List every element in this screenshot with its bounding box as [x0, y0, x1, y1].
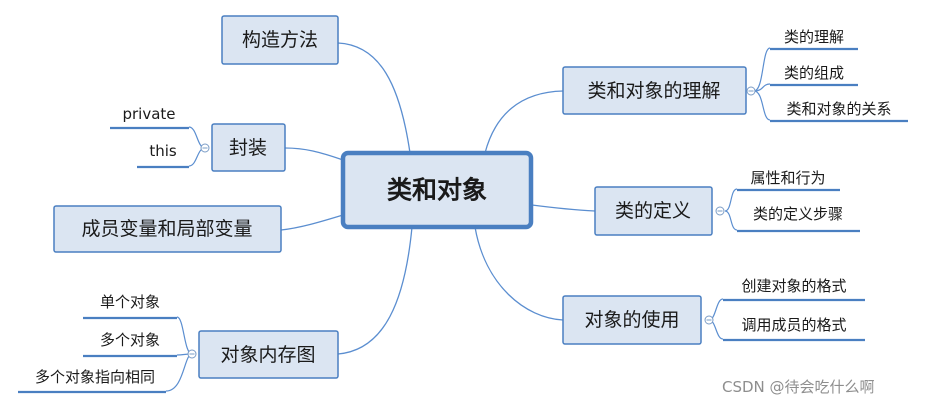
leaf-shiyong-2[interactable]: 调用成员的格式 — [723, 316, 865, 342]
leaf-label: 类的理解 — [784, 28, 844, 46]
leaf-fengzhuang-2[interactable]: this — [137, 142, 189, 169]
branch-box — [198, 330, 339, 379]
branch-box — [53, 205, 282, 253]
collapse-toggle-dingyi[interactable] — [715, 206, 725, 216]
branch-box — [221, 15, 339, 65]
leaf-dingyi-1[interactable]: 属性和行为 — [737, 169, 840, 192]
leaf-lijie-1[interactable]: 类的理解 — [770, 28, 858, 51]
branch-box — [562, 295, 702, 345]
leaf-label: 多个对象 — [100, 331, 160, 349]
connector-lijie-2 — [753, 83, 771, 92]
branch-label: 封装 — [229, 137, 267, 159]
branch-box — [211, 123, 286, 172]
leaf-dingyi-2[interactable]: 类的定义步骤 — [737, 205, 860, 233]
leaf-label: 类的组成 — [784, 64, 844, 82]
branch-neicun[interactable]: 对象内存图 — [198, 330, 339, 379]
central-topic[interactable]: 类和对象 — [340, 150, 534, 230]
branch-label: 构造方法 — [242, 29, 318, 51]
branch-curve-dingyi — [531, 204, 596, 212]
leaf-neicun-2[interactable]: 多个对象 — [83, 331, 177, 358]
branch-curve-shiyong — [474, 226, 564, 321]
branch-box — [594, 186, 713, 236]
collapse-toggle-fengzhuang[interactable] — [200, 143, 210, 153]
leaf-neicun-3[interactable]: 多个对象指向相同 — [18, 368, 166, 394]
branch-fengzhuang[interactable]: 封装 — [211, 123, 286, 172]
branch-chengyuan[interactable]: 成员变量和局部变量 — [53, 205, 282, 253]
collapse-toggle-lijie[interactable] — [746, 86, 756, 96]
central-topic-label: 类和对象 — [387, 176, 487, 205]
main-branches — [280, 42, 596, 355]
branch-curve-chengyuan — [280, 214, 344, 231]
leaf-shiyong-1[interactable]: 创建对象的格式 — [723, 277, 865, 302]
leaf-label: 类和对象的关系 — [786, 100, 891, 118]
branch-label: 类和对象的理解 — [587, 80, 720, 102]
connector-dingyi-2 — [724, 210, 738, 231]
connector-lijie-3 — [753, 90, 771, 121]
leaf-lijie-3[interactable]: 类和对象的关系 — [770, 100, 908, 123]
connector-dingyi-1 — [724, 188, 738, 212]
leaf-label: 属性和行为 — [750, 169, 825, 187]
connector-lijie-1 — [753, 47, 771, 92]
branch-shiyong[interactable]: 对象的使用 — [562, 295, 702, 345]
csdn-watermark: CSDN @待会吃什么啊 — [722, 378, 875, 396]
branch-gouzao[interactable]: 构造方法 — [221, 15, 339, 65]
connector-neicun-1 — [176, 316, 193, 355]
leaf-label: 多个对象指向相同 — [35, 368, 155, 386]
branch-curve-fengzhuang — [284, 147, 344, 161]
branch-label: 对象的使用 — [584, 309, 679, 331]
collapse-toggle-neicun[interactable] — [187, 349, 197, 359]
connector-neicun-3 — [165, 353, 193, 392]
leaf-fengzhuang-1[interactable]: private — [110, 105, 189, 130]
leaf-label: 单个对象 — [100, 293, 160, 311]
branch-curve-lijie — [484, 90, 564, 154]
leaf-label: 调用成员的格式 — [741, 316, 846, 334]
leaf-lijie-2[interactable]: 类的组成 — [770, 64, 858, 87]
leaf-label: 创建对象的格式 — [741, 277, 846, 295]
branch-curve-gouzao — [337, 42, 411, 154]
collapse-toggle-shiyong[interactable] — [704, 315, 714, 325]
leaf-label: private — [122, 105, 175, 123]
branch-curve-neicun — [337, 226, 413, 355]
branch-label: 对象内存图 — [220, 344, 315, 366]
branch-label: 类的定义 — [615, 200, 691, 222]
branch-dingyi[interactable]: 类的定义 — [594, 186, 713, 236]
branch-label: 成员变量和局部变量 — [81, 218, 252, 240]
central-topic-box — [340, 150, 534, 230]
leaf-label: 类的定义步骤 — [753, 205, 843, 223]
branch-box — [562, 66, 747, 115]
leaf-label: this — [149, 142, 177, 160]
leaf-neicun-1[interactable]: 单个对象 — [83, 293, 177, 320]
branch-lijie[interactable]: 类和对象的理解 — [562, 66, 747, 115]
